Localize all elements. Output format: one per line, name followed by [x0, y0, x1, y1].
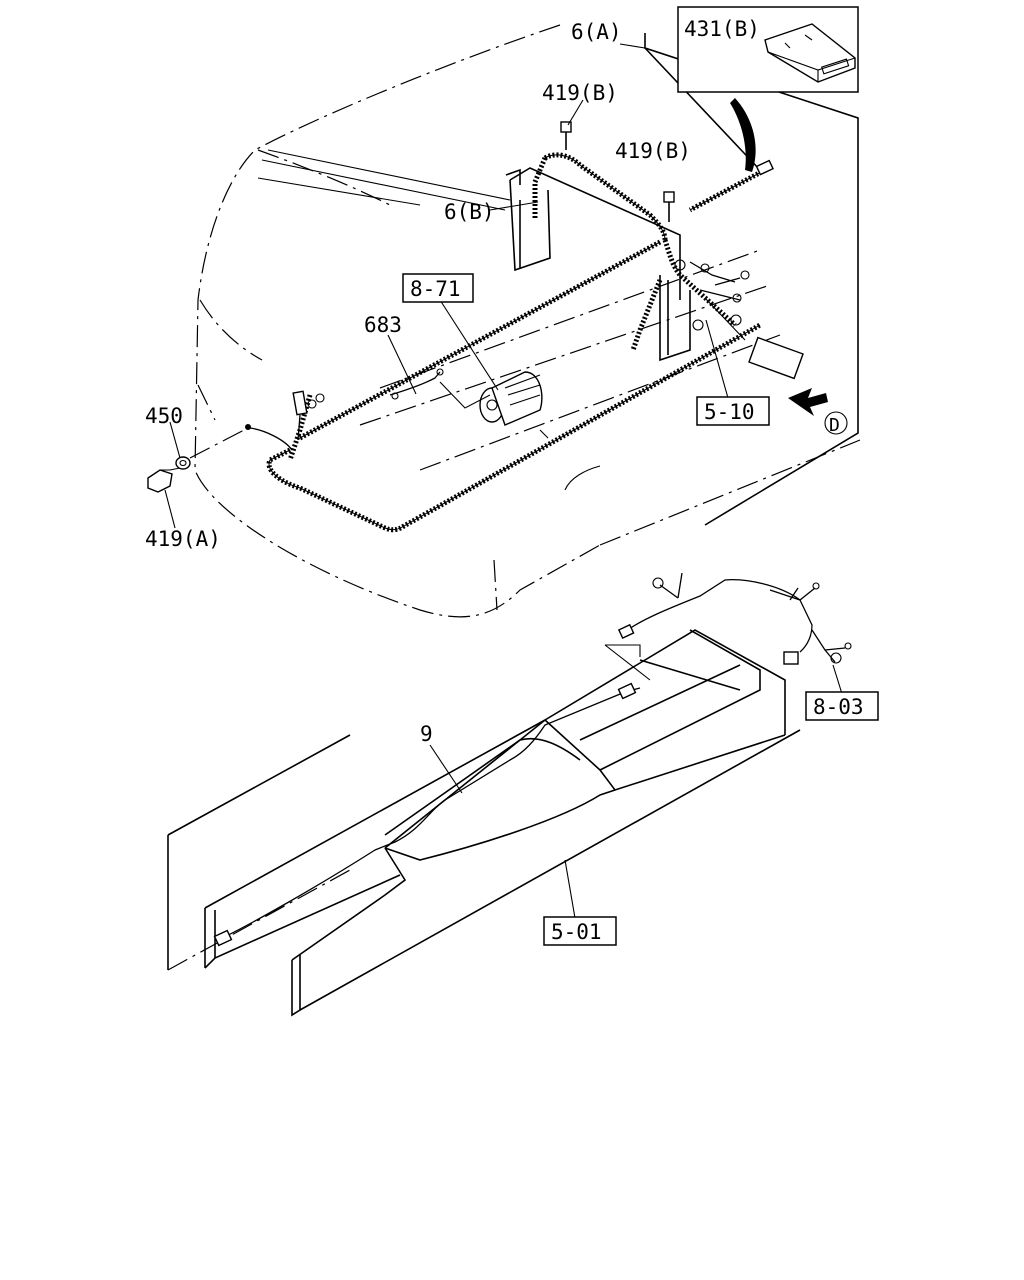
label-419b-2: 419(B) — [615, 139, 691, 163]
console-panel — [167, 629, 801, 1017]
label-6a: 6(A) — [571, 20, 622, 44]
leader-lines-upper — [164, 99, 729, 529]
vehicle-body-outline — [194, 24, 861, 618]
wire-683 — [389, 368, 491, 409]
callout-9: 9 — [420, 722, 433, 746]
floor-frame-panel — [619, 33, 859, 526]
callout-419b-1: 419(B) — [542, 81, 618, 105]
label-6b: 6(B) — [444, 200, 495, 224]
callout-683: 683 — [364, 313, 402, 337]
label-5-01: 5-01 — [551, 920, 602, 944]
label-box-8-03 — [805, 691, 879, 721]
washer-450 — [175, 456, 191, 470]
callout-6a: 6(A) — [571, 20, 622, 44]
callout-450: 450 — [145, 404, 183, 428]
bolt-419a — [147, 467, 181, 493]
label-box-5-10 — [696, 396, 770, 426]
callout-8-71: 8-71 — [402, 273, 474, 303]
label-view-d: D — [829, 415, 840, 436]
connectors-right — [674, 259, 828, 416]
inset-pointer-arrow — [730, 98, 756, 172]
label-683: 683 — [364, 313, 402, 337]
callout-6b: 6(B) — [444, 200, 495, 224]
callout-419a: 419(A) — [145, 527, 221, 551]
console-harness-9 — [213, 572, 852, 947]
leader-lines-lower — [429, 664, 844, 919]
label-419a: 419(A) — [145, 527, 221, 551]
label-431b: 431(B) — [684, 17, 760, 41]
label-8-03: 8-03 — [813, 695, 864, 719]
left-harness-branch — [245, 390, 325, 451]
view-d-circle — [824, 411, 848, 435]
callout-8-03: 8-03 — [805, 691, 879, 721]
label-9: 9 — [420, 722, 433, 746]
cross-member — [505, 167, 691, 362]
label-box-5-01 — [543, 916, 617, 946]
bolt-419b-2 — [663, 191, 675, 222]
label-8-71: 8-71 — [410, 277, 461, 301]
label-box-8-71 — [402, 273, 474, 303]
callout-431b: 431(B) — [684, 17, 760, 41]
inset-431b — [677, 6, 859, 93]
callout-5-01: 5-01 — [543, 916, 617, 946]
label-450: 450 — [145, 404, 183, 428]
callout-5-10: 5-10 — [696, 396, 770, 426]
callout-view-d: D — [824, 411, 848, 436]
floor-harness-6a — [266, 152, 774, 533]
compressor-8-71 — [479, 371, 549, 439]
callout-419b-2: 419(B) — [615, 139, 691, 163]
bolt-419b-1 — [560, 121, 572, 150]
label-5-10: 5-10 — [704, 400, 755, 424]
label-419b-1: 419(B) — [542, 81, 618, 105]
